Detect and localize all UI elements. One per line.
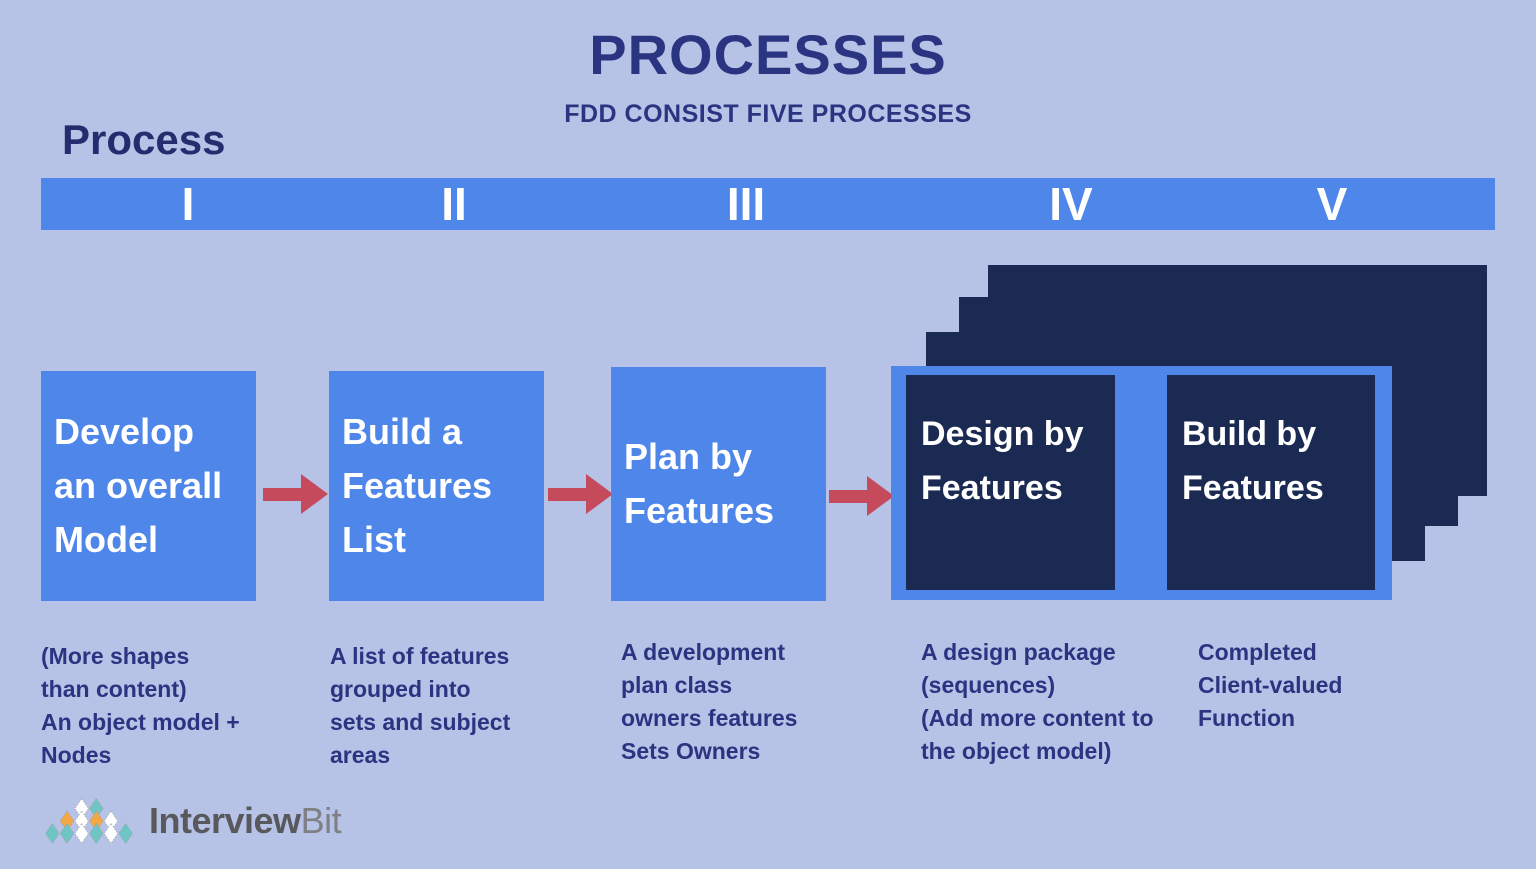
- process-box-title: Build by Features: [1182, 415, 1324, 507]
- flow-arrow-icon: [548, 474, 614, 514]
- timeline-numeral-5: V: [1316, 178, 1348, 230]
- process-box-title: Plan by Features: [624, 436, 775, 531]
- process-box-plan-by-features: Plan by Features: [611, 367, 826, 601]
- timeline-numeral-2: II: [441, 178, 467, 230]
- timeline-numeral-4: IV: [1049, 178, 1093, 230]
- interviewbit-logo: InterviewBit: [45, 790, 342, 852]
- process-box-design-by-features: Design by Features: [906, 375, 1115, 590]
- process-description-3: A development plan class owners features…: [621, 639, 798, 764]
- process-box-title: Design by Features: [921, 415, 1084, 507]
- logo-pyramid-icon: [45, 797, 133, 845]
- arrow-head: [586, 474, 613, 514]
- logo-text-bit: Bit: [300, 800, 342, 841]
- process-label: Process: [62, 116, 226, 163]
- process-description-2: A list of features grouped into sets and…: [330, 643, 511, 768]
- process-box-title: Build a Features List: [342, 411, 493, 560]
- process-description-5: Completed Client-valued Function: [1198, 639, 1343, 731]
- flow-arrow-icon: [263, 474, 329, 514]
- arrow-head: [867, 476, 894, 516]
- arrow-head: [301, 474, 328, 514]
- design-build-frame: Design by Features Build by Features: [891, 366, 1392, 600]
- logo-wordmark: InterviewBit: [149, 800, 342, 842]
- process-box-build-by-features: Build by Features: [1167, 375, 1375, 590]
- process-box-title: Develop an overall Model: [54, 411, 223, 560]
- timeline-numeral-1: I: [181, 178, 195, 230]
- arrow-shaft: [263, 488, 301, 501]
- process-box-build-features-list: Build a Features List: [329, 371, 544, 601]
- flow-arrow-icon: [829, 476, 895, 516]
- arrow-shaft: [548, 488, 586, 501]
- arrow-shaft: [829, 490, 867, 503]
- logo-text-interview: Interview: [149, 800, 301, 841]
- process-description-4: A design package (sequences) (Add more c…: [921, 639, 1154, 764]
- page-title: PROCESSES: [589, 23, 947, 86]
- page-subtitle: FDD CONSIST FIVE PROCESSES: [564, 100, 972, 128]
- process-box-develop-overall-model: Develop an overall Model: [41, 371, 256, 601]
- process-timeline-bar: I II III IV V: [41, 178, 1495, 230]
- process-description-1: (More shapes than content) An object mod…: [41, 643, 240, 768]
- timeline-numeral-3: III: [726, 178, 766, 230]
